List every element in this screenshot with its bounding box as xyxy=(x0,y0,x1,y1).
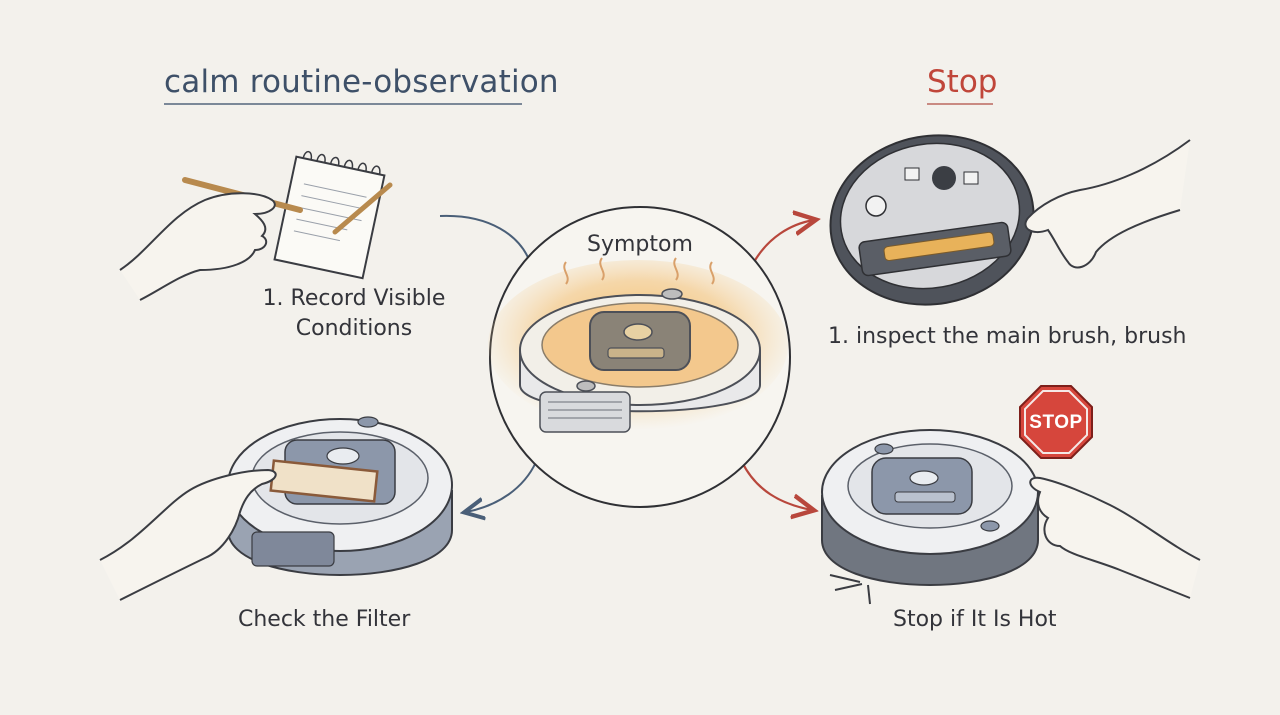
arrow-to-filter xyxy=(466,461,537,512)
step-inspect-brush: 1. inspect the main brush, brush xyxy=(828,324,1187,349)
symptom-label: Symptom xyxy=(587,232,693,257)
arrow-to-inspect xyxy=(753,220,814,263)
arrow-to-stop xyxy=(741,461,812,510)
robot-vacuum-hot-icon xyxy=(821,429,1201,605)
heading-calm-routine: calm routine-observation xyxy=(164,64,559,100)
step-record-conditions: 1. Record Visible Conditions xyxy=(224,284,484,344)
hand-writing-notepad-icon xyxy=(119,150,393,301)
heading-calm-underline xyxy=(164,103,522,105)
hot-robot-vacuum-icon xyxy=(488,257,788,433)
arrow-to-record xyxy=(439,214,531,263)
step-stop-if-hot: Stop if It Is Hot xyxy=(893,607,1057,632)
heading-stop-underline xyxy=(927,103,993,105)
robot-vacuum-underside-icon xyxy=(829,134,1191,306)
stop-sign-label: STOP xyxy=(1029,412,1083,433)
stop-sign-icon xyxy=(1019,385,1093,459)
step-record-line-2: Conditions xyxy=(295,316,413,341)
step-record-line-1: 1. Record Visible xyxy=(262,286,446,311)
robot-vacuum-filter-icon xyxy=(99,416,453,601)
step-check-filter: Check the Filter xyxy=(238,607,411,632)
heading-stop: Stop xyxy=(927,64,998,100)
